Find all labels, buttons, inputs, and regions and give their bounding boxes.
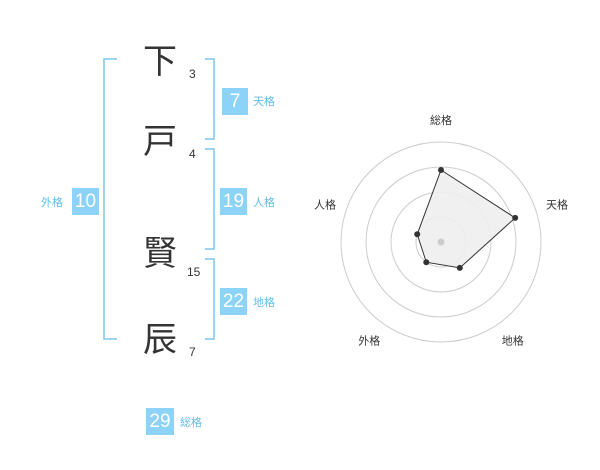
radar-area	[416, 169, 517, 269]
jinkaku-bracket	[205, 148, 215, 250]
jinkaku-value: 19	[220, 188, 247, 215]
radar-point-2	[512, 214, 519, 221]
radar-axis-label-2: 天格	[546, 197, 568, 211]
radar-axis-label-1: 総格	[430, 113, 452, 127]
jinkaku-label: 人格	[253, 196, 275, 209]
name-char-4: 辰	[143, 320, 177, 360]
radar-axis-label-4: 外格	[358, 334, 380, 348]
tenkaku-label: 天格	[253, 95, 275, 108]
chikaku-value: 22	[220, 288, 247, 315]
chikaku-label: 地格	[253, 296, 275, 309]
gaikaku-bracket	[103, 58, 117, 340]
gaikaku-label: 外格	[41, 196, 63, 209]
radar-point-4	[423, 259, 430, 266]
chikaku-bracket	[205, 258, 215, 340]
stroke-count-1: 3	[189, 67, 196, 81]
radar-axis-label-5: 人格	[314, 197, 336, 211]
radar-axis-label-3: 地格	[502, 334, 524, 348]
radar-center-dot	[437, 238, 445, 246]
stroke-count-4: 7	[189, 345, 196, 359]
soukaku-value: 29	[146, 408, 174, 435]
radar-point-3	[456, 264, 463, 271]
radar-point-5	[414, 231, 421, 238]
tenkaku-bracket	[205, 58, 215, 140]
name-char-3: 賢	[143, 234, 177, 274]
radar-ring	[340, 141, 542, 343]
stroke-count-2: 4	[189, 147, 196, 161]
gaikaku-value: 10	[72, 188, 99, 215]
stroke-count-3: 15	[187, 265, 201, 279]
radar-point-1	[438, 167, 444, 173]
name-char-2: 戸	[143, 122, 177, 162]
name-char-1: 下	[143, 42, 177, 82]
tenkaku-value: 7	[222, 88, 248, 115]
soukaku-label: 総格	[180, 416, 202, 429]
